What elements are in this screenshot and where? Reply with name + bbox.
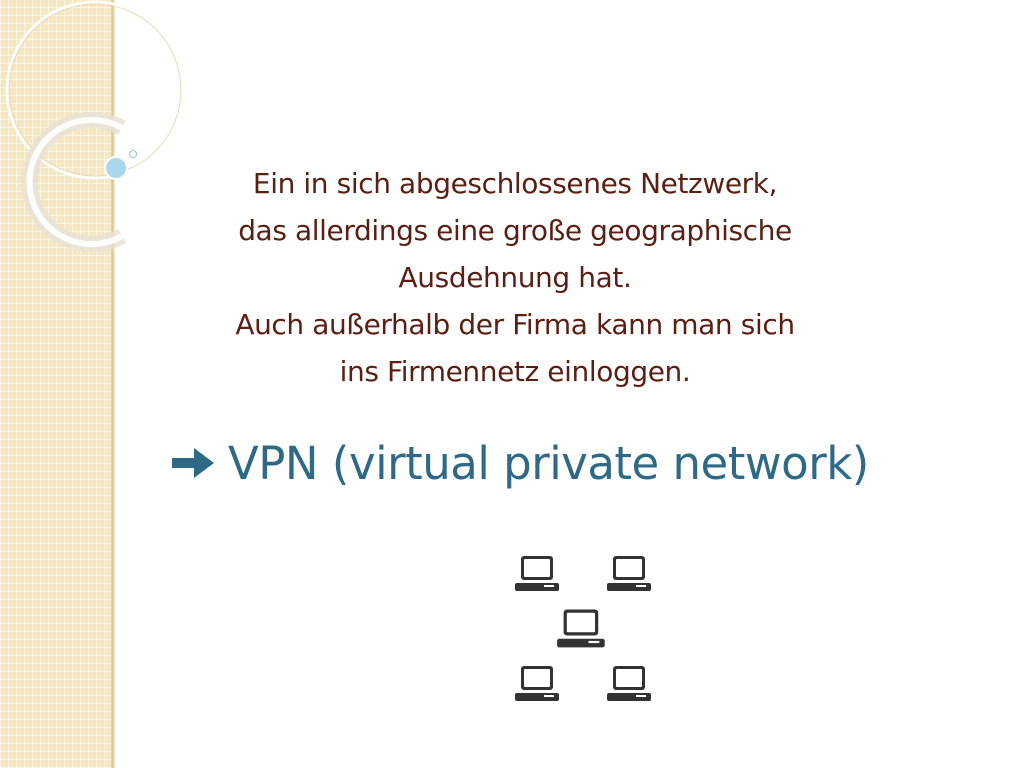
laptop-icon (607, 556, 651, 591)
laptop-icon (515, 556, 559, 591)
arrow-right-icon (172, 448, 214, 478)
decorative-dot-small (129, 150, 137, 158)
text-line: Ausdehnung hat. (398, 261, 632, 294)
text-line: ins Firmennetz einloggen. (339, 355, 691, 388)
vpn-conclusion: VPN (virtual private network) (170, 432, 970, 496)
laptop-icon (557, 609, 605, 648)
text-line: Ein in sich abgeschlossenes Netzwerk, (252, 167, 778, 200)
text-line: das allerdings eine große geographische (238, 214, 792, 247)
description-text: Ein in sich abgeschlossenes Netzwerk, da… (150, 160, 880, 395)
decorative-dot-large (104, 156, 128, 180)
decorative-rings (5, 0, 185, 252)
text-line: Auch außerhalb der Firma kann man sich (235, 308, 795, 341)
laptop-icon (515, 666, 559, 701)
side-strip-edge (112, 0, 115, 768)
laptop-icon (607, 666, 651, 701)
vpn-text: VPN (virtual private network) (228, 437, 869, 490)
